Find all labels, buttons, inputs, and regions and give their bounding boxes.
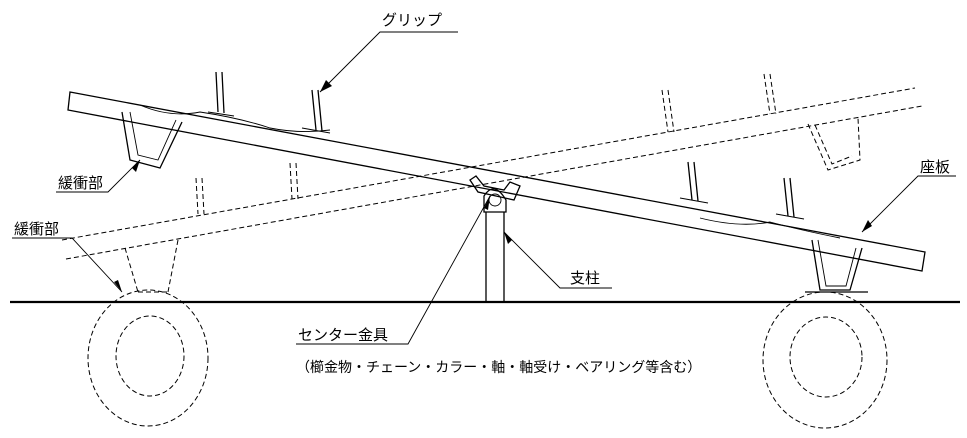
leader-seat-board	[861, 175, 956, 233]
grip-left	[207, 71, 235, 117]
right-tire	[762, 291, 888, 429]
grip-far-right-2	[775, 177, 805, 220]
grip-right-of-center	[301, 89, 331, 134]
label-center-fitting: センター金具	[298, 326, 388, 344]
label-buffer-lower: 緩衝部	[14, 220, 59, 238]
left-tire	[87, 289, 209, 427]
leader-center-fitting	[296, 195, 491, 345]
grip-far-right-1	[679, 161, 709, 204]
buffer-lower-right	[805, 239, 868, 293]
label-seat-board: 座板	[920, 158, 950, 176]
label-grip: グリップ	[382, 11, 442, 29]
label-buffer-upper: 緩衝部	[58, 174, 103, 192]
leader-post	[503, 231, 612, 289]
label-post: 支柱	[570, 269, 600, 287]
support-post	[485, 212, 505, 302]
leader-grip	[319, 31, 458, 93]
seat-board	[67, 91, 926, 272]
buffer-upper-left	[121, 111, 183, 169]
label-center-fitting-note: （櫛金物・チェーン・カラー・軸・軸受け・ベアリング等含む）	[296, 359, 701, 376]
leader-buffer-lower	[12, 237, 123, 293]
seat-board-alt-position	[61, 73, 923, 293]
leader-buffer-upper	[56, 159, 141, 193]
